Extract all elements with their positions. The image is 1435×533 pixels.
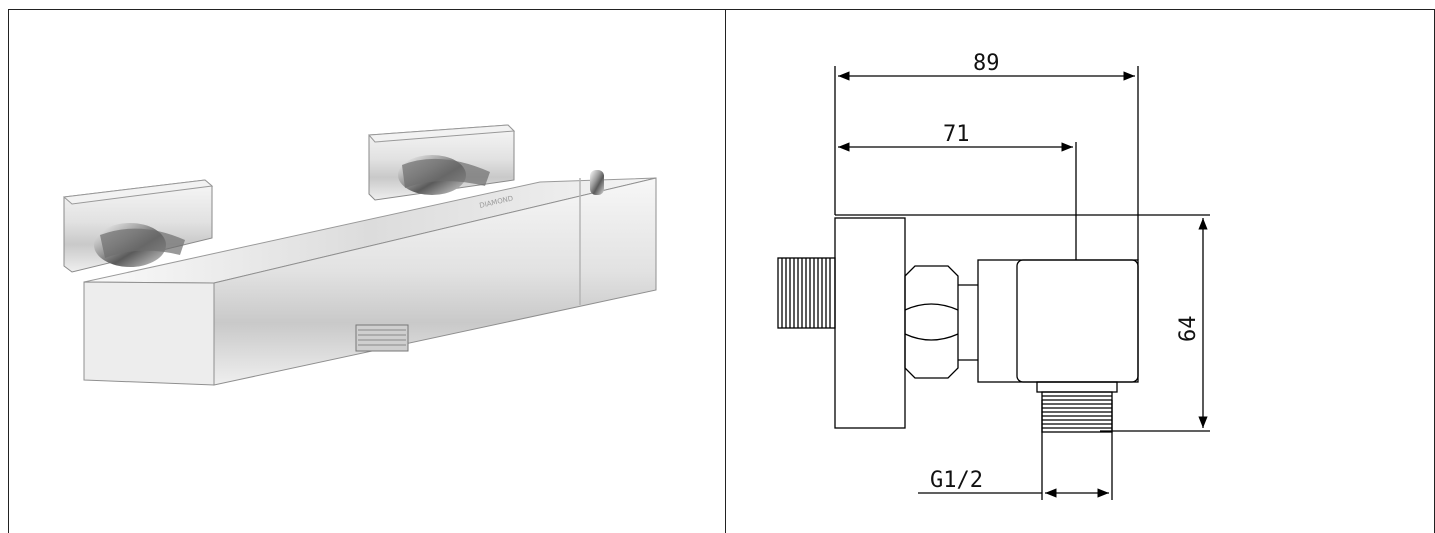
hex-nut bbox=[904, 265, 978, 379]
right-handle bbox=[367, 124, 516, 201]
wall-plate bbox=[834, 217, 906, 429]
outlet-thread bbox=[355, 324, 409, 352]
product-photo-cell bbox=[8, 9, 725, 533]
inlet-thread bbox=[777, 257, 836, 329]
outlet-body bbox=[977, 259, 1139, 383]
valve-body: DIAMOND bbox=[83, 170, 657, 386]
dimension-label-89: 89 bbox=[973, 51, 1000, 76]
dimension-label-64: 64 bbox=[1176, 316, 1201, 343]
product-photo: DIAMOND bbox=[62, 124, 657, 386]
outlet-thread-drawing bbox=[1036, 381, 1118, 433]
left-handle bbox=[62, 179, 214, 273]
dimension-label-71: 71 bbox=[943, 122, 970, 147]
thread-label: G1/2 bbox=[930, 468, 983, 493]
